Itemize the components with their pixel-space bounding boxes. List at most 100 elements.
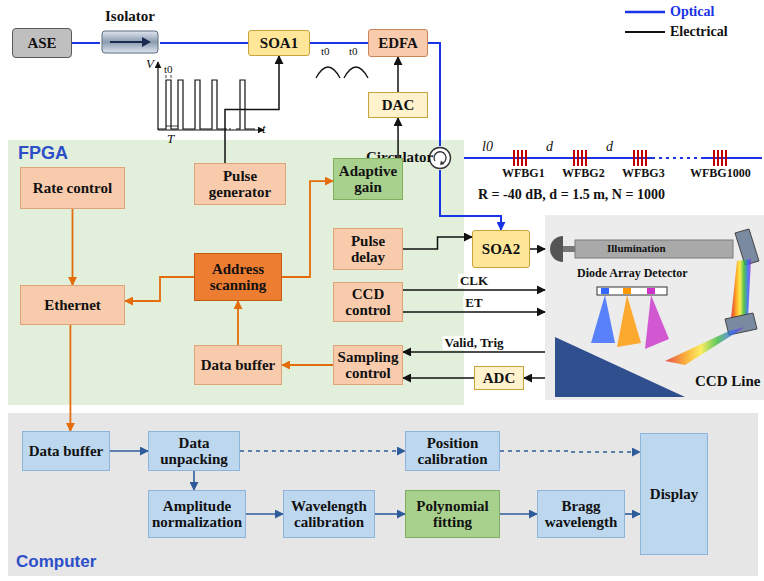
- node-label: Ethernet: [44, 297, 101, 314]
- node-label: Amplitude normalization: [152, 498, 242, 531]
- connector: [240, 450, 405, 452]
- process-box: Pulse delay: [333, 228, 403, 270]
- node-label: ADC: [483, 370, 516, 387]
- amplifier-box: SOA2: [472, 230, 530, 268]
- node-label: ASE: [27, 35, 56, 52]
- process-box: Data buffer: [194, 345, 282, 385]
- node-label: Data unpacking: [152, 435, 236, 468]
- connector: [625, 513, 640, 515]
- node-label: Wavelength calibration: [287, 498, 371, 531]
- legend-lines: [625, 12, 665, 32]
- connector: [282, 181, 333, 277]
- connector: [403, 351, 545, 353]
- node-label: Bragg wavelength: [541, 498, 621, 531]
- node-title: Illumination: [607, 242, 666, 254]
- computer-panel: Computer Data buffer Data unpacking Positio…: [8, 413, 758, 576]
- node-label: Data buffer: [29, 443, 104, 460]
- connector: [246, 513, 283, 515]
- connector: [428, 43, 440, 146]
- node-label: Polynomial fitting: [409, 498, 496, 531]
- annotation: R = -40 dB, d = 1.5 m, N = 1000: [478, 187, 665, 203]
- process-box: Data buffer: [22, 431, 110, 471]
- display-box: Display: [640, 433, 708, 555]
- node-title: Isolator: [105, 8, 155, 25]
- process-box: CCD control: [333, 282, 403, 322]
- annotation: WFBG1000: [690, 166, 751, 181]
- connector: [225, 56, 279, 163]
- node-label: Display: [650, 486, 698, 503]
- pulse-shapes: [316, 67, 368, 78]
- node-label: Rate control: [33, 180, 112, 197]
- connector: [375, 513, 405, 515]
- process-box: Data unpacking: [148, 431, 240, 471]
- process-box: Ethernet: [20, 285, 125, 325]
- node-label: Address scanning: [198, 261, 278, 294]
- amplifier-box: SOA1: [248, 30, 310, 56]
- annotation: t0: [349, 45, 358, 57]
- converter-box: ADC: [474, 366, 524, 390]
- annotation: d: [546, 139, 553, 155]
- connector: [125, 277, 194, 301]
- connector: [403, 377, 474, 379]
- node-label: Data buffer: [201, 357, 276, 374]
- connector: [524, 377, 545, 379]
- node-label: CCD control: [337, 286, 399, 319]
- process-box: Address scanning: [194, 253, 282, 301]
- connector: [530, 248, 545, 250]
- connector: [72, 42, 100, 44]
- node-label: Pulse delay: [337, 233, 399, 266]
- node-title: Computer: [16, 553, 96, 572]
- annotation: l0: [482, 139, 493, 155]
- connector: [403, 311, 545, 313]
- connector: [160, 42, 248, 44]
- process-box: Pulse generator: [194, 163, 286, 205]
- annotation: WFBG3: [622, 166, 665, 181]
- process-box: Adaptive gain: [333, 158, 403, 200]
- connector: [403, 237, 472, 249]
- connector: [72, 209, 74, 285]
- node-label: Position calibration: [409, 435, 496, 468]
- process-box: Rate control: [20, 167, 125, 209]
- connector: [500, 451, 640, 452]
- node-label: Sampling control: [337, 349, 399, 382]
- connector: [397, 57, 399, 92]
- connector: [237, 301, 239, 345]
- signal-label: CLK: [458, 274, 490, 288]
- node-label: SOA2: [482, 241, 520, 258]
- amplifier-box: EDFA: [368, 29, 428, 57]
- connector: [193, 471, 195, 490]
- fpga-panel: FPGARate controlPulse generatorAdaptive …: [8, 140, 464, 405]
- process-box: Position calibration: [405, 431, 500, 471]
- connector: [397, 118, 399, 158]
- spectrometer-panel: IlluminationDiode Array DetectorCCD Line: [545, 215, 764, 400]
- process-box: Polynomial fitting: [405, 490, 500, 538]
- connector: [110, 450, 148, 452]
- isolator: Isolator: [100, 8, 160, 58]
- process-box: Bragg wavelength: [537, 490, 625, 538]
- node-label: EDFA: [378, 35, 418, 52]
- annotation: WFBG2: [562, 166, 605, 181]
- legend-label: Electrical: [670, 24, 728, 40]
- source-box: ASE: [12, 28, 72, 58]
- connector: [403, 289, 545, 291]
- connector: [282, 364, 333, 366]
- converter-box: DAC: [368, 92, 428, 118]
- signal-label: ET: [463, 296, 484, 310]
- connector: [310, 42, 368, 44]
- node-label: DAC: [382, 97, 415, 114]
- annotation: V: [146, 56, 154, 72]
- signal-label: Valid, Trig: [442, 336, 505, 350]
- annotation: WFBG1: [502, 166, 545, 181]
- legend-label: Optical: [670, 4, 714, 20]
- process-box: Amplitude normalization: [148, 490, 246, 538]
- annotation: d: [606, 139, 613, 155]
- process-box: Wavelength calibration: [283, 490, 375, 538]
- annotation: t0: [321, 45, 330, 57]
- annotation: T: [167, 131, 174, 147]
- connector: [500, 513, 537, 515]
- node-label: Pulse generator: [198, 168, 282, 201]
- process-box: Sampling control: [333, 345, 403, 385]
- node-title: CCD Line: [695, 373, 760, 390]
- node-label: Adaptive gain: [337, 163, 399, 196]
